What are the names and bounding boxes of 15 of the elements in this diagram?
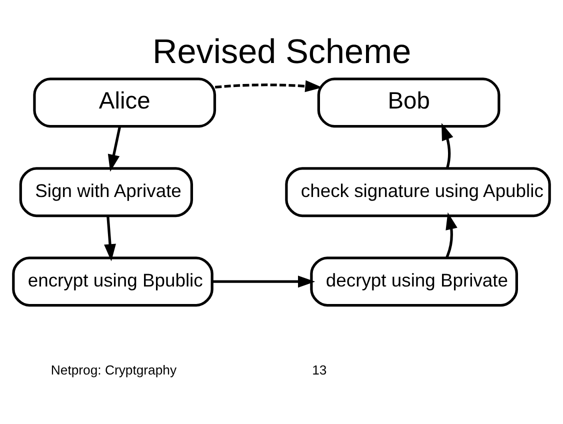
arrow bbox=[104, 216, 116, 261]
node-box: Bob bbox=[317, 77, 500, 128]
node-box: check signature using Apublic bbox=[285, 166, 551, 217]
node-box: encrypt using Bpublic bbox=[12, 256, 214, 306]
arrow bbox=[212, 275, 316, 288]
diagram-title: Revised Scheme bbox=[152, 32, 412, 70]
node-box: Sign with Aprivate bbox=[19, 166, 193, 217]
arrow bbox=[446, 212, 458, 258]
node-box: decrypt using Bprivate bbox=[310, 256, 518, 306]
arrow bbox=[108, 126, 122, 172]
label: 13 bbox=[312, 362, 327, 377]
arrow bbox=[214, 80, 322, 92]
label: Netprog: Cryptgraphy bbox=[50, 362, 177, 377]
arrow bbox=[442, 122, 454, 168]
node-box: Alice bbox=[33, 77, 216, 128]
